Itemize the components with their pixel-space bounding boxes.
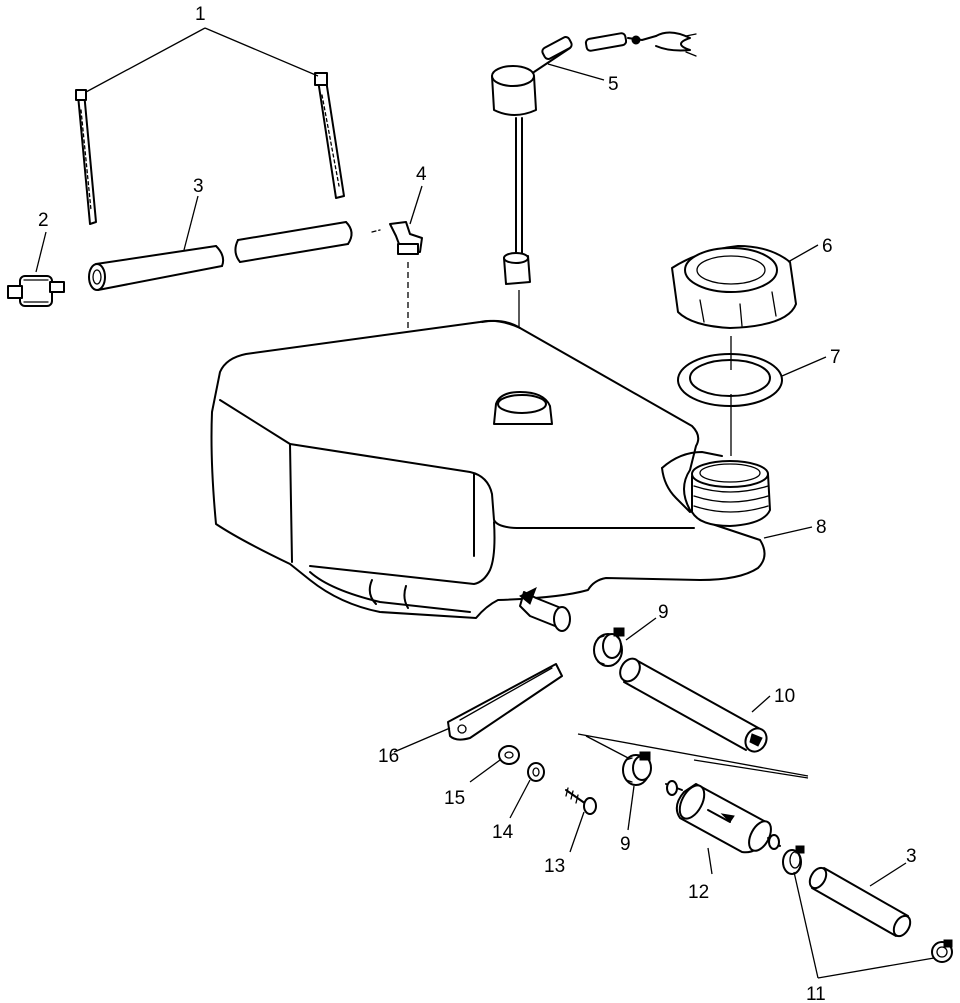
callout-7: 7 <box>830 347 841 368</box>
filter-group-bracket <box>577 733 809 779</box>
fuel-hose-lower <box>808 866 912 938</box>
fuel-gauge-sender <box>491 31 697 285</box>
elbow-fitting <box>371 221 423 255</box>
fuel-hose-upper-right <box>234 221 353 263</box>
callout-11: 11 <box>806 984 826 1003</box>
hose-clamp-upper <box>593 627 625 667</box>
callout-3-lower: 3 <box>906 846 917 867</box>
callout-15: 15 <box>444 788 465 809</box>
callout-13: 13 <box>544 856 565 877</box>
callout-12: 12 <box>688 882 709 903</box>
callout-16: 16 <box>378 746 399 767</box>
fuel-hose-middle <box>619 657 768 753</box>
fuel-hose-upper-left <box>88 245 225 291</box>
fuel-cap <box>671 245 797 329</box>
callout-1: 1 <box>195 4 206 25</box>
flat-washer <box>498 745 520 765</box>
leader-lines <box>35 27 935 979</box>
callout-4: 4 <box>416 164 427 185</box>
callout-9-upper: 9 <box>658 602 669 623</box>
hose-clamp-small-a <box>782 845 805 875</box>
tank-strap-right <box>314 72 345 199</box>
callout-14: 14 <box>492 822 514 843</box>
screw <box>565 787 597 815</box>
mounting-bracket <box>447 663 563 741</box>
fuel-filter <box>665 780 781 854</box>
hose-clamp-small-b <box>931 939 953 963</box>
fuel-connector <box>7 275 65 307</box>
tank-outlet-fitting <box>519 586 571 632</box>
filler-neck <box>691 460 771 527</box>
lock-washer <box>527 762 545 782</box>
callout-10: 10 <box>774 686 795 707</box>
tank-strap-left <box>75 89 97 225</box>
callout-2: 2 <box>38 210 49 231</box>
fuel-tank <box>210 319 766 619</box>
callout-6: 6 <box>822 236 833 257</box>
callout-5: 5 <box>608 74 619 95</box>
hose-clamp-lower <box>622 751 652 786</box>
cap-gasket <box>677 336 783 456</box>
callout-9-lower: 9 <box>620 834 631 855</box>
callout-3-upper: 3 <box>193 176 204 197</box>
callout-8: 8 <box>816 517 827 538</box>
